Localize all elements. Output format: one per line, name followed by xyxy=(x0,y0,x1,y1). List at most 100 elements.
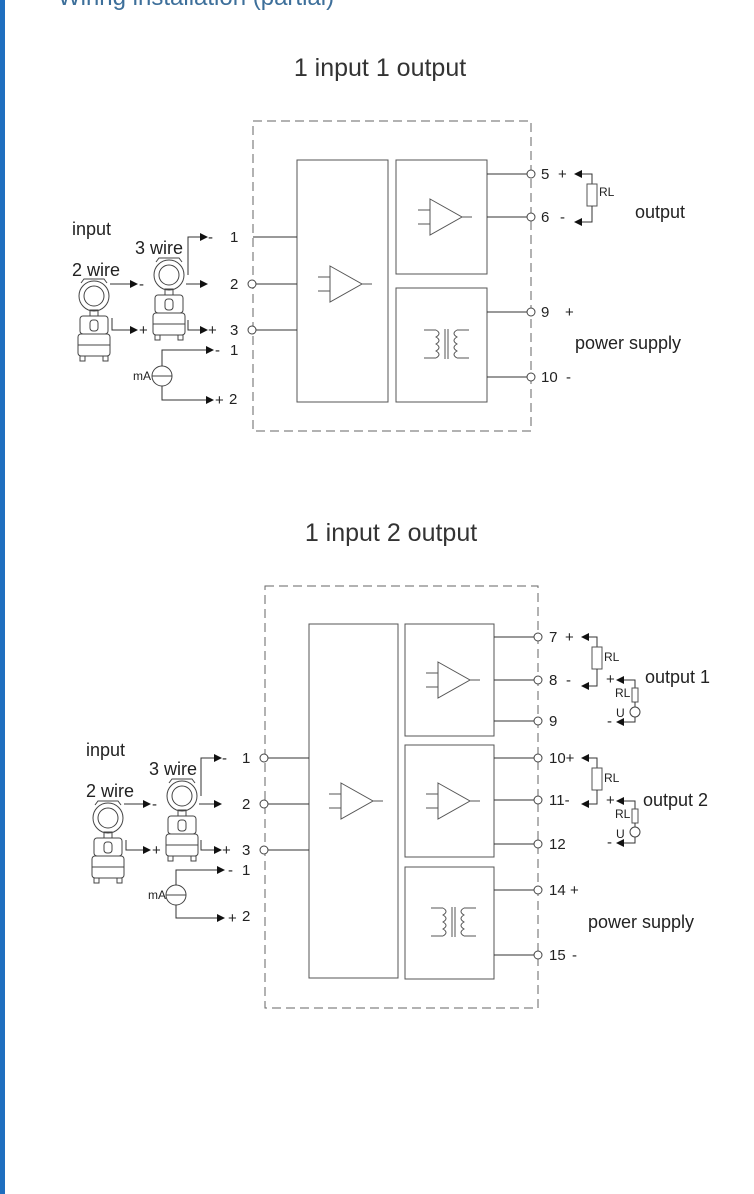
output-amp-icon xyxy=(417,198,473,236)
pin-label-2: 2 xyxy=(242,796,250,813)
svg-text:-: - xyxy=(139,276,144,293)
pin-label-12: 12 xyxy=(549,836,566,853)
terminal-3 xyxy=(259,845,269,855)
svg-text:-: - xyxy=(560,209,565,226)
pin-label-1: 1 xyxy=(242,750,250,767)
svg-text:+: + xyxy=(565,629,574,646)
terminal-9 xyxy=(533,716,543,726)
svg-text:+: + xyxy=(558,166,567,183)
svg-text:+: + xyxy=(606,792,615,809)
svg-text:-: - xyxy=(566,369,571,386)
rl-label-1b: RL xyxy=(615,686,631,700)
output-1-amp-icon xyxy=(425,661,481,699)
pin-label-7: 7 xyxy=(549,629,557,646)
voltage-source-1-icon xyxy=(629,706,641,718)
pin-label-10: 10+ xyxy=(549,750,575,767)
terminal-12 xyxy=(533,839,543,849)
isolation-amp-icon xyxy=(317,265,373,303)
pin-label-2: 2 xyxy=(230,276,238,293)
ma-label: mA xyxy=(148,888,166,902)
output-2-block xyxy=(404,744,495,858)
rl-label-2: RL xyxy=(604,771,620,785)
pin-label-11: 11- xyxy=(549,792,570,809)
output-label: output xyxy=(635,202,685,222)
svg-text:-: - xyxy=(208,229,213,246)
diagram-1-title: 1 input 1 output xyxy=(294,54,466,82)
diagram-2-input-2-output: 1 input 2 output 7 + xyxy=(86,519,710,1009)
rl-label: RL xyxy=(599,185,615,199)
2-wire-transmitter-icon xyxy=(91,800,125,884)
load-resistor-1-icon xyxy=(591,646,603,670)
diagram-2-title: 1 input 2 output xyxy=(305,519,477,547)
ma-pin-label-1: 1 xyxy=(230,342,238,359)
2-wire-label: 2 wire xyxy=(72,260,120,280)
ma-label: mA xyxy=(133,369,151,383)
input-label: input xyxy=(86,740,125,760)
isolation-amp-icon xyxy=(328,782,384,820)
pin-label-9: 9 xyxy=(549,713,557,730)
power-supply-label: power supply xyxy=(588,912,694,932)
pin-label-6: 6 xyxy=(541,209,549,226)
section-header: Wiring installation (partial) xyxy=(58,0,334,12)
terminal-1 xyxy=(259,753,269,763)
module-housing xyxy=(252,120,532,432)
output-amp-block xyxy=(395,159,488,275)
rl-label-2b: RL xyxy=(615,807,631,821)
pin-label-8: 8 xyxy=(549,672,557,689)
svg-text:-: - xyxy=(228,862,233,879)
terminal-11 xyxy=(533,795,543,805)
svg-text:+: + xyxy=(606,671,615,688)
svg-text:+: + xyxy=(222,842,231,859)
ma-pin-label-1: 1 xyxy=(242,862,250,879)
module-housing xyxy=(264,585,539,1009)
output-1-block xyxy=(404,623,495,737)
2-wire-transmitter-icon xyxy=(77,278,111,362)
power-block xyxy=(395,287,488,403)
svg-text:+: + xyxy=(215,392,224,409)
terminal-8 xyxy=(533,675,543,685)
svg-text:+: + xyxy=(208,322,217,339)
pin-label-14: 14 xyxy=(549,882,566,899)
pin-label-9: 9 xyxy=(541,304,549,321)
terminal-15 xyxy=(533,950,543,960)
load-resistor-icon xyxy=(586,183,598,207)
power-block xyxy=(404,866,495,980)
svg-text:-: - xyxy=(222,750,227,767)
3-wire-label: 3 wire xyxy=(149,759,197,779)
input-label: input xyxy=(72,219,111,239)
terminal-9 xyxy=(526,307,536,317)
pin-label-5: 5 xyxy=(541,166,549,183)
input-stage-block xyxy=(308,623,399,979)
svg-text:-: - xyxy=(572,947,577,964)
svg-text:-: - xyxy=(607,713,612,730)
input-stage-block xyxy=(296,159,389,403)
load-resistor-2-icon xyxy=(591,767,603,791)
terminal-10 xyxy=(533,753,543,763)
terminal-5 xyxy=(526,169,536,179)
terminal-2 xyxy=(259,799,269,809)
u-label-1: U xyxy=(616,706,625,720)
output-1-label: output 1 xyxy=(645,667,710,687)
diagram-1-input-1-output: 1 input 1 output 5 + 6 - 9 + 10 - xyxy=(72,54,685,432)
3-wire-transmitter-icon xyxy=(152,257,186,341)
2-wire-label: 2 wire xyxy=(86,781,134,801)
svg-text:-: - xyxy=(566,672,571,689)
output-2-amp-icon xyxy=(425,782,481,820)
terminal-7 xyxy=(533,632,543,642)
svg-text:+: + xyxy=(152,842,161,859)
svg-text:-: - xyxy=(607,834,612,851)
3-wire-transmitter-icon xyxy=(165,778,199,862)
svg-text:-: - xyxy=(152,796,157,813)
svg-text:-: - xyxy=(215,342,220,359)
pin-label-1: 1 xyxy=(230,229,238,246)
output-2-label: output 2 xyxy=(643,790,708,810)
svg-text:+: + xyxy=(228,910,237,927)
3-wire-label: 3 wire xyxy=(135,238,183,258)
transformer-icon xyxy=(430,906,477,938)
terminal-10 xyxy=(526,372,536,382)
left-accent-bar xyxy=(0,0,5,1194)
pin-label-10: 10 xyxy=(541,369,558,386)
ma-pin-label-2: 2 xyxy=(242,908,250,925)
rl-label-1: RL xyxy=(604,650,620,664)
